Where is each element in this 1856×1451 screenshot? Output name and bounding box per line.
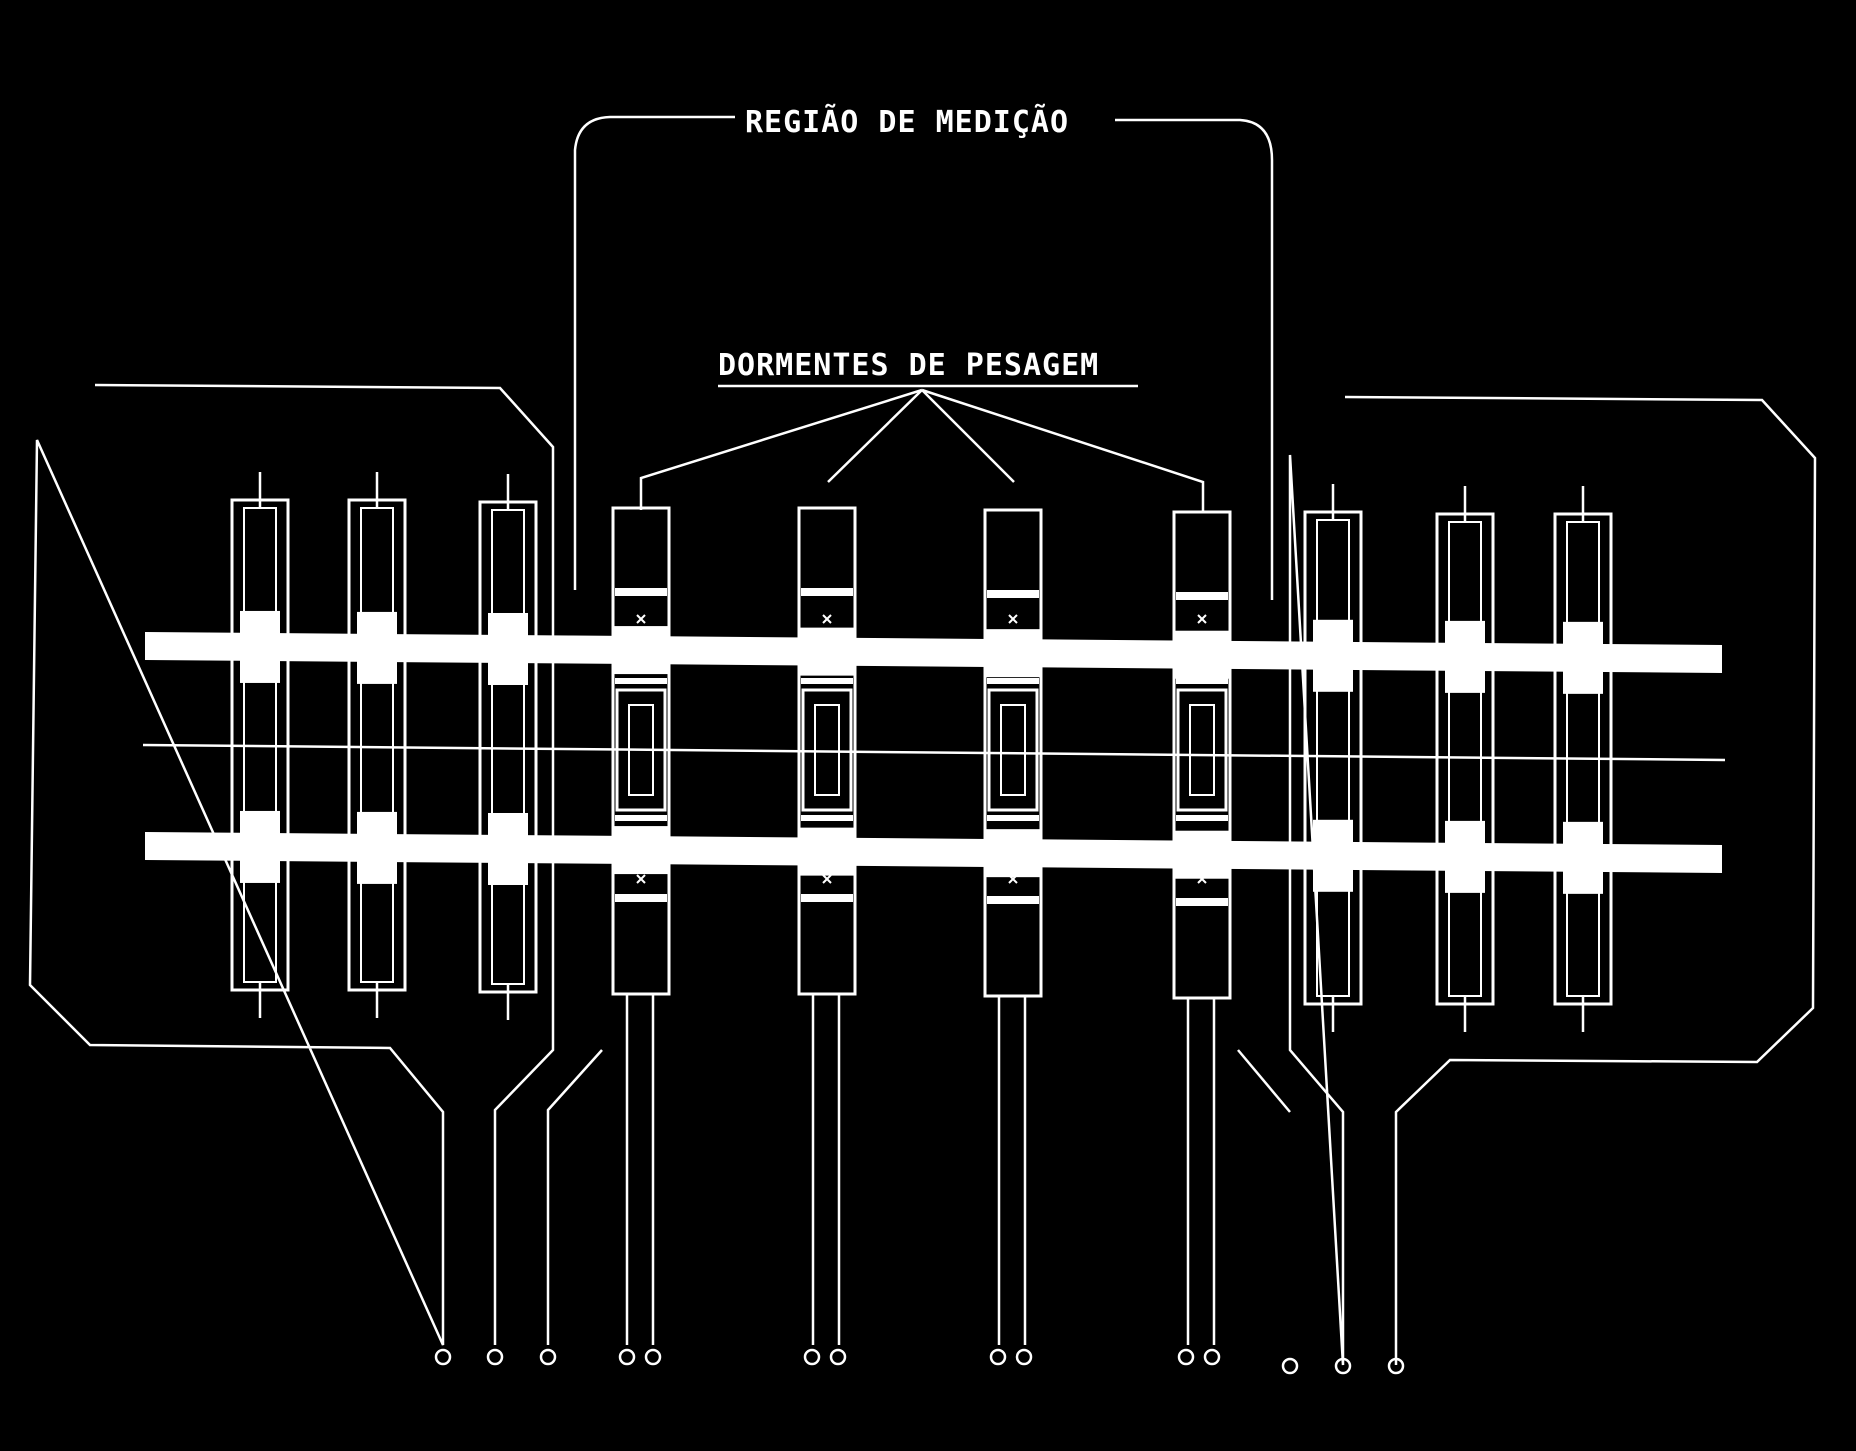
rail-clip [357, 811, 397, 884]
rail-clip [1313, 619, 1353, 692]
terminal-6 [803, 1348, 821, 1366]
rail-clip [799, 627, 855, 676]
ordinary-sleeper-left-3 [478, 474, 538, 1020]
terminal-9 [1015, 1348, 1033, 1366]
rail-clip [1563, 621, 1603, 694]
rail-clip [488, 812, 528, 885]
right-enclosure [1288, 395, 1817, 1366]
terminal-14 [1387, 1357, 1405, 1375]
terminal-12 [1281, 1357, 1299, 1375]
terminal-8 [989, 1348, 1007, 1366]
rail-clips [240, 610, 1603, 894]
rail-clip [985, 829, 1041, 878]
terminal-3 [539, 1348, 557, 1366]
ordinary-sleepers-left [230, 472, 538, 1020]
weighing-sleeper-1 [611, 506, 671, 996]
weighing-sleeper-3 [983, 508, 1043, 998]
terminal-11 [1203, 1348, 1221, 1366]
rail-clip [613, 626, 669, 675]
measurement-region-bracket: REGIÃO DE MEDIÇÃO [573, 103, 1274, 600]
ordinary-sleeper-right-1 [1303, 484, 1363, 1032]
weighing-sleepers [611, 506, 1232, 1000]
center-line [142, 743, 1726, 762]
rail-clip [1174, 830, 1230, 879]
weighing-sleepers-callout: DORMENTES DE PESAGEM [639, 348, 1205, 512]
terminal-2 [486, 1348, 504, 1366]
ordinary-sleeper-left-2 [347, 472, 407, 1018]
terminal-13 [1334, 1357, 1352, 1375]
terminal-5 [644, 1348, 662, 1366]
rail-clip [488, 612, 528, 685]
terminal-1 [434, 1348, 452, 1366]
left-enclosure [28, 383, 555, 1346]
rail-clip [1445, 820, 1485, 893]
weighing-sleeper-2 [797, 506, 857, 996]
ordinary-sleepers-right [1303, 484, 1613, 1032]
terminal-10 [1177, 1348, 1195, 1366]
ordinary-sleeper-right-3 [1553, 486, 1613, 1032]
rail-clip [1174, 630, 1230, 679]
rail-clip [240, 810, 280, 883]
rail-clip [1563, 821, 1603, 894]
weighing-sleepers-label: DORMENTES DE PESAGEM [718, 348, 1099, 383]
rail-clip [1445, 620, 1485, 693]
lead-wires [546, 994, 1291, 1345]
ordinary-sleeper-right-2 [1435, 486, 1495, 1032]
measurement-region-label: REGIÃO DE MEDIÇÃO [745, 103, 1069, 140]
rail-clip [240, 610, 280, 683]
terminal-7 [829, 1348, 847, 1366]
terminal-4 [618, 1348, 636, 1366]
rail-clip [985, 629, 1041, 678]
ordinary-sleeper-left-1 [230, 472, 290, 1018]
weighing-sleeper-4 [1172, 510, 1232, 1000]
rail-clip [1313, 819, 1353, 892]
rail-clip [799, 827, 855, 876]
rail-clip [357, 611, 397, 684]
terminals [434, 1348, 1405, 1375]
rail-clip [613, 826, 669, 875]
